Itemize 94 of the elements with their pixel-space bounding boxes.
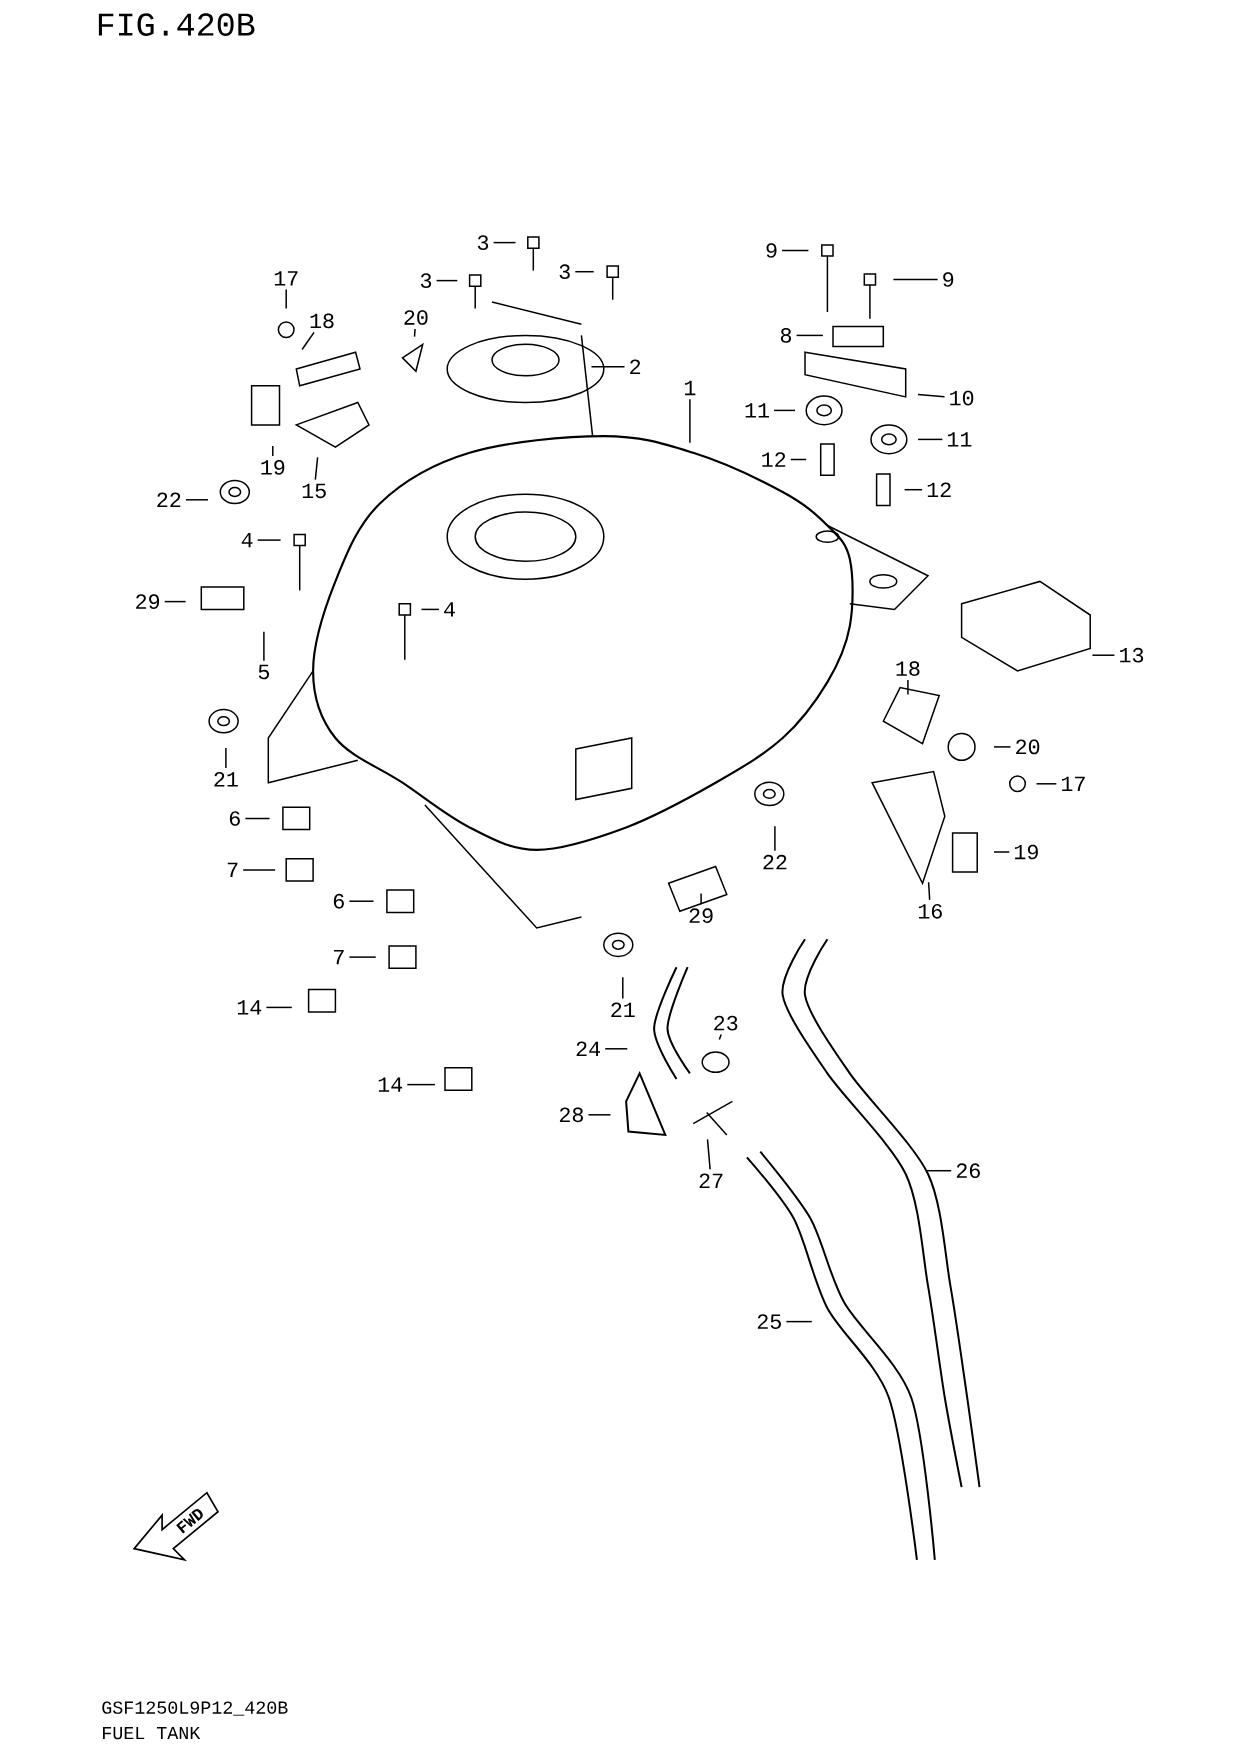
leader-line bbox=[917, 393, 946, 398]
leader-line bbox=[265, 1006, 293, 1009]
callout-number: 3 bbox=[559, 264, 570, 280]
leader-line bbox=[993, 851, 1011, 853]
callout-number: 12 bbox=[762, 452, 786, 467]
leader-line bbox=[892, 278, 939, 281]
callout-number: 17 bbox=[274, 271, 298, 286]
callout-number: 13 bbox=[1120, 647, 1144, 663]
callout-number: 7 bbox=[334, 949, 344, 965]
callout-number: 20 bbox=[1016, 739, 1040, 755]
leader-line bbox=[917, 438, 944, 441]
leader-line bbox=[314, 456, 319, 481]
callout-number: 3 bbox=[420, 273, 432, 288]
callout-number: 29 bbox=[136, 594, 160, 609]
leader-line bbox=[406, 1083, 436, 1086]
leader-line bbox=[413, 328, 416, 338]
callout-number: 10 bbox=[950, 390, 974, 406]
callout-number: 22 bbox=[157, 492, 181, 508]
callout-number: 25 bbox=[757, 1314, 781, 1329]
callout-number: 11 bbox=[745, 403, 769, 418]
leader-line bbox=[926, 1169, 952, 1172]
callout-number: 3 bbox=[477, 235, 489, 250]
callout-number: 16 bbox=[918, 903, 942, 919]
leader-line bbox=[492, 241, 517, 244]
leader-line bbox=[285, 288, 287, 310]
callout-number: 21 bbox=[214, 772, 238, 787]
callout-number: 7 bbox=[227, 862, 238, 878]
leader-line bbox=[574, 270, 595, 273]
leader-line bbox=[604, 1048, 629, 1050]
leader-line bbox=[225, 747, 227, 769]
callout-number: 29 bbox=[689, 908, 713, 924]
callout-number: 23 bbox=[714, 1015, 738, 1031]
leader-line bbox=[263, 630, 265, 662]
figure-title: FIG.420B bbox=[98, 13, 255, 36]
callout-number: 28 bbox=[559, 1107, 583, 1123]
leader-line bbox=[420, 608, 440, 611]
leader-line bbox=[790, 458, 807, 461]
callout-number: 14 bbox=[378, 1077, 403, 1092]
leader-line bbox=[242, 869, 276, 871]
leader-line bbox=[907, 679, 909, 696]
leader-line bbox=[773, 409, 796, 412]
callout-number: 6 bbox=[229, 811, 240, 826]
callout-number: 4 bbox=[444, 602, 455, 617]
callout-number: 1 bbox=[684, 380, 696, 396]
leader-line bbox=[348, 900, 375, 902]
callout-number: 20 bbox=[404, 310, 428, 325]
drawing-code: GSF1250L9P12_420B bbox=[102, 1701, 288, 1716]
leader-line bbox=[903, 488, 923, 491]
callout-number: 15 bbox=[302, 483, 326, 499]
leader-line bbox=[993, 746, 1012, 748]
leader-line bbox=[774, 825, 776, 852]
leader-line bbox=[590, 365, 626, 368]
callout-number: 11 bbox=[948, 432, 972, 447]
callout-number: 12 bbox=[927, 482, 951, 497]
leader-line bbox=[587, 1114, 612, 1116]
leader-line bbox=[927, 881, 931, 901]
callout-number: 21 bbox=[611, 1002, 635, 1017]
leader-line bbox=[781, 249, 810, 252]
callout-number: 17 bbox=[1062, 776, 1085, 791]
callout-number: 2 bbox=[630, 359, 641, 374]
callout-number: 22 bbox=[763, 854, 787, 870]
callout-number: 18 bbox=[310, 313, 334, 329]
leader-line bbox=[706, 1138, 711, 1171]
leader-line bbox=[435, 279, 459, 282]
callout-number: 5 bbox=[258, 664, 270, 680]
callout-number: 9 bbox=[943, 272, 954, 287]
callout-number: 19 bbox=[261, 460, 285, 475]
leader-line bbox=[256, 539, 282, 541]
leader-line bbox=[244, 817, 271, 820]
leader-line bbox=[622, 976, 624, 1000]
callout-number: 18 bbox=[896, 661, 920, 676]
figure-name: FUEL TANK bbox=[103, 1727, 201, 1740]
leader-line bbox=[1091, 654, 1116, 656]
direction-label: FWD bbox=[176, 1509, 203, 1534]
leader-line bbox=[163, 600, 187, 603]
leader-line bbox=[785, 1320, 813, 1323]
leader-line bbox=[795, 334, 824, 337]
leader-line bbox=[185, 499, 209, 501]
leader-line bbox=[272, 445, 274, 457]
leader-line bbox=[1035, 783, 1058, 785]
callout-number: 24 bbox=[576, 1041, 600, 1057]
leader-line bbox=[718, 1033, 722, 1041]
leader-line bbox=[348, 956, 377, 958]
callout-number: 8 bbox=[780, 328, 792, 343]
leader-line bbox=[700, 892, 702, 906]
callout-number: 19 bbox=[1015, 844, 1038, 860]
callout-number: 27 bbox=[699, 1173, 723, 1188]
leader-line bbox=[301, 331, 315, 351]
callout-number: 4 bbox=[241, 532, 253, 548]
leader-line bbox=[689, 398, 691, 444]
callout-number: 26 bbox=[956, 1163, 980, 1179]
callout-number: 6 bbox=[333, 893, 344, 909]
callout-number: 9 bbox=[766, 243, 777, 258]
callout-number: 14 bbox=[237, 1000, 262, 1015]
